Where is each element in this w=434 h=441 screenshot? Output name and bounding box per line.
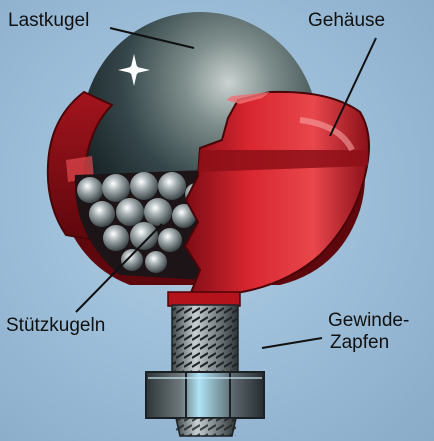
leader-line-threaded-pin bbox=[262, 338, 322, 348]
collar bbox=[168, 292, 240, 306]
label-threaded-pin: Gewinde- Zapfen bbox=[328, 310, 409, 354]
label-housing: Gehäuse bbox=[308, 10, 385, 32]
label-load-ball: Lastkugel bbox=[8, 10, 89, 32]
label-threaded-pin-line1: Gewinde- bbox=[328, 310, 409, 332]
label-support-balls: Stützkugeln bbox=[6, 315, 105, 337]
threaded-pin bbox=[172, 305, 238, 377]
label-threaded-pin-line2: Zapfen bbox=[330, 332, 409, 354]
hex-nut bbox=[146, 372, 264, 418]
